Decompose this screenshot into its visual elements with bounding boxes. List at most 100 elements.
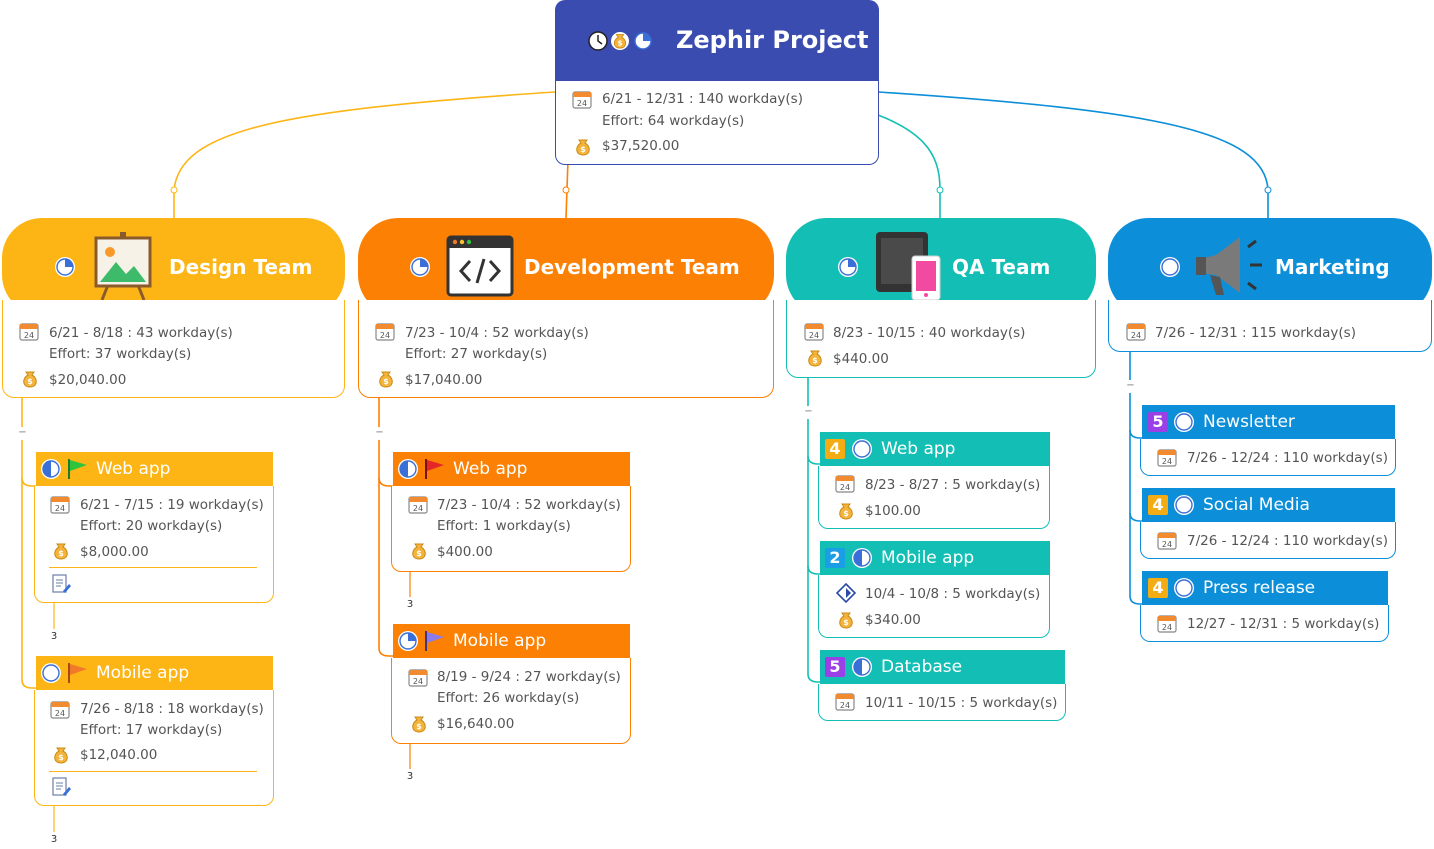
topic-design-team[interactable]: Design Team: [2, 218, 345, 315]
progress-pie-icon: [1174, 412, 1194, 432]
task-title: Newsletter: [1203, 412, 1295, 432]
priority-badge: 5: [825, 657, 845, 677]
task-schedule: 8/19 - 9/24 : 27 workday(s): [437, 669, 621, 685]
notes-icon[interactable]: [51, 777, 73, 799]
calendar-icon: [408, 496, 428, 514]
task-title: Database: [881, 657, 963, 677]
design-team-cost: $20,040.00: [49, 372, 127, 388]
collapse-toggle[interactable]: −: [1124, 380, 1137, 393]
red-flag-icon: [425, 459, 444, 479]
task-design-web-app[interactable]: Web app: [36, 452, 273, 486]
task-title: Press release: [1203, 578, 1316, 598]
task-development-mobile-app[interactable]: Mobile app: [393, 624, 630, 658]
root-cost: $37,520.00: [602, 138, 680, 154]
task-cost: $100.00: [865, 503, 921, 519]
subtopic-count[interactable]: 3: [46, 629, 62, 645]
marketing-details: 7/26 - 12/31 : 115 workday(s): [1108, 300, 1432, 352]
calendar-icon: [835, 693, 855, 711]
progress-pie-icon: [852, 548, 872, 568]
task-marketing-press-release[interactable]: 4 Press release: [1142, 571, 1388, 605]
calendar-icon: [50, 496, 70, 514]
priority-badge: 2: [825, 548, 845, 568]
qa-team-title: QA Team: [952, 255, 1051, 279]
task-schedule: 7/26 - 12/24 : 110 workday(s): [1187, 533, 1388, 549]
task-qa-mobile-app[interactable]: 2 Mobile app: [820, 541, 1050, 575]
money-bag-icon: [839, 503, 853, 520]
task-effort: Effort: 17 workday(s): [80, 722, 223, 738]
progress-pie-icon: [1160, 257, 1180, 277]
task-details: 8/19 - 9/24 : 27 workday(s) Effort: 26 w…: [391, 658, 631, 744]
calendar-icon: [1126, 323, 1146, 341]
progress-pie-icon: [410, 257, 430, 277]
connector-qa: [877, 114, 941, 218]
subtopic-count[interactable]: 3: [402, 769, 418, 785]
task-details: 7/23 - 10/4 : 52 workday(s) Effort: 1 wo…: [391, 486, 631, 572]
task-title: Mobile app: [96, 663, 190, 683]
connector-design: [173, 91, 556, 218]
task-qa-database[interactable]: 5 Database: [820, 650, 1065, 684]
priority-badge: 4: [1148, 495, 1168, 515]
clock-icon: [588, 31, 608, 51]
calendar-icon: [835, 475, 855, 493]
task-effort: Effort: 20 workday(s): [80, 518, 223, 534]
task-title: Social Media: [1203, 495, 1310, 515]
collapse-toggle[interactable]: −: [373, 427, 386, 440]
money-bag-icon: [611, 32, 629, 50]
marketing-schedule: 7/26 - 12/31 : 115 workday(s): [1155, 325, 1356, 341]
progress-pie-icon: [1174, 578, 1194, 598]
topic-marketing[interactable]: Marketing: [1108, 218, 1432, 315]
collapse-toggle[interactable]: −: [802, 406, 815, 419]
task-title: Web app: [453, 459, 528, 479]
qa-team-schedule: 8/23 - 10/15 : 40 workday(s): [833, 325, 1026, 341]
task-marketing-newsletter[interactable]: 5 Newsletter: [1142, 405, 1395, 439]
divider: [49, 771, 257, 772]
development-team-schedule: 7/23 - 10/4 : 52 workday(s): [405, 325, 589, 341]
task-details: 12/27 - 12/31 : 5 workday(s): [1140, 605, 1389, 642]
purple-flag-icon: [425, 631, 444, 651]
subtopic-count[interactable]: 3: [402, 597, 418, 613]
root-status-icons: [588, 31, 652, 51]
design-team-effort: Effort: 37 workday(s): [49, 346, 192, 362]
root-topic-header[interactable]: Zephir Project: [555, 0, 879, 81]
task-title: Web app: [881, 439, 956, 459]
task-title: Mobile app: [881, 548, 975, 568]
task-schedule: 12/27 - 12/31 : 5 workday(s): [1187, 616, 1380, 632]
collapse-toggle[interactable]: −: [16, 427, 29, 440]
calendar-icon: [1157, 532, 1177, 550]
task-details: 6/21 - 7/15 : 19 workday(s) Effort: 20 w…: [34, 486, 274, 603]
task-cost: $400.00: [437, 544, 493, 560]
priority-badge: 4: [1148, 578, 1168, 598]
task-marketing-social-media[interactable]: 4 Social Media: [1142, 488, 1395, 522]
task-design-mobile-app[interactable]: Mobile app: [36, 656, 273, 690]
money-bag-icon: [576, 139, 590, 156]
topic-development-team[interactable]: Development Team: [358, 218, 774, 315]
progress-pie-icon: [634, 32, 652, 50]
development-team-title: Development Team: [524, 255, 740, 279]
design-team-schedule: 6/21 - 8/18 : 43 workday(s): [49, 325, 233, 341]
task-details: 10/11 - 10/15 : 5 workday(s): [818, 684, 1066, 721]
calendar-icon: [375, 323, 395, 341]
root-topic-details: 6/21 - 12/31 : 140 workday(s) Effort: 64…: [555, 81, 879, 165]
qa-team-details: 8/23 - 10/15 : 40 workday(s) $440.00: [786, 300, 1096, 378]
task-cost: $8,000.00: [80, 544, 149, 560]
progress-pie-icon: [398, 459, 418, 479]
topic-qa-team[interactable]: QA Team: [786, 218, 1096, 315]
notes-icon[interactable]: [51, 574, 73, 596]
money-bag-icon: [23, 371, 37, 388]
root-schedule: 6/21 - 12/31 : 140 workday(s): [602, 91, 803, 107]
task-schedule: 7/23 - 10/4 : 52 workday(s): [437, 497, 621, 513]
development-team-details: 7/23 - 10/4 : 52 workday(s) Effort: 27 w…: [358, 300, 774, 398]
calendar-icon: [572, 91, 592, 109]
task-schedule: 7/26 - 12/24 : 110 workday(s): [1187, 450, 1388, 466]
money-bag-icon: [379, 371, 393, 388]
development-team-cost: $17,040.00: [405, 372, 483, 388]
task-schedule: 8/23 - 8/27 : 5 workday(s): [865, 477, 1041, 493]
progress-pie-icon: [41, 663, 61, 683]
design-team-details: 6/21 - 8/18 : 43 workday(s) Effort: 37 w…: [2, 300, 345, 398]
task-details: 10/4 - 10/8 : 5 workday(s) $340.00: [818, 575, 1050, 638]
subtopic-count[interactable]: 3: [46, 832, 62, 848]
calendar-icon: [1157, 449, 1177, 467]
connector-marketing: [877, 91, 1269, 218]
task-qa-web-app[interactable]: 4 Web app: [820, 432, 1050, 466]
task-development-web-app[interactable]: Web app: [393, 452, 630, 486]
